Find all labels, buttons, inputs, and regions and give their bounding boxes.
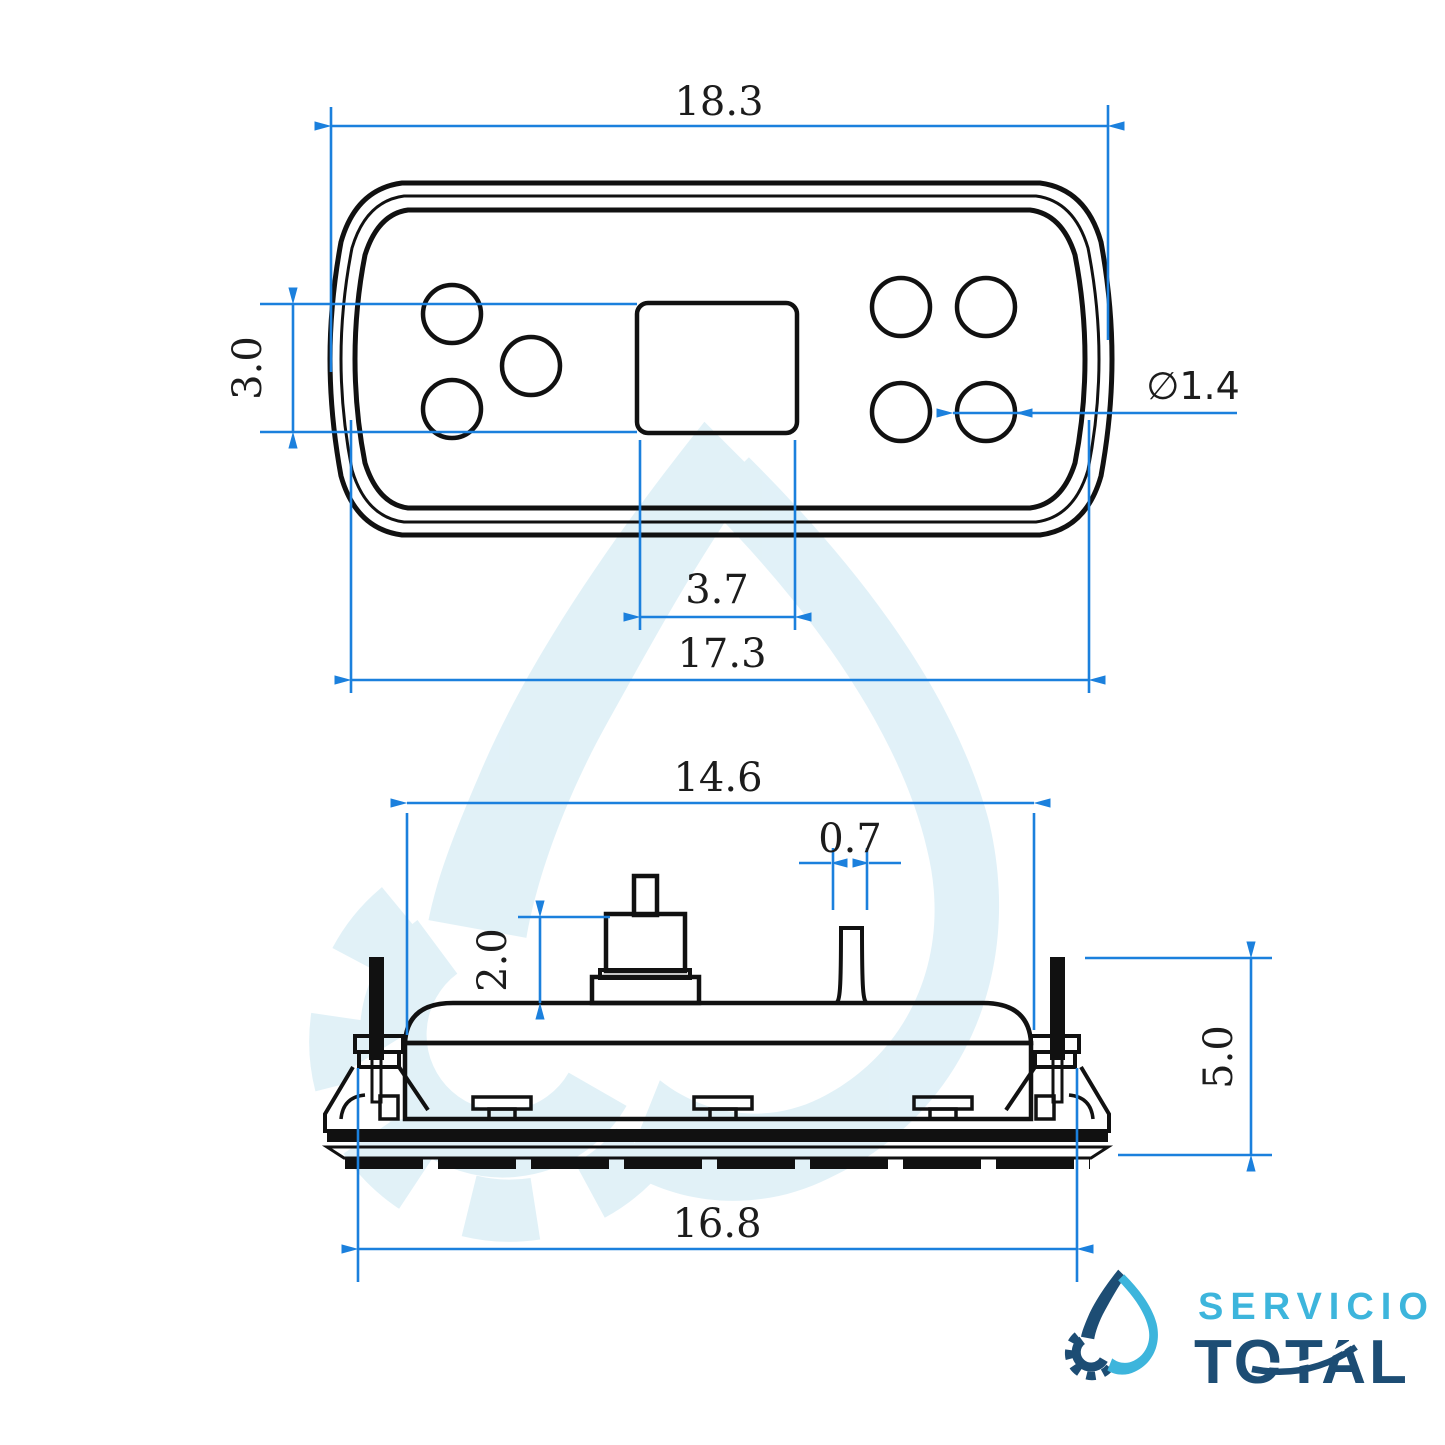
drop-icon-left [1081,1269,1126,1340]
panel-outline-inner [352,207,1088,511]
button-stack [589,873,702,1006]
mounting-clip-right [1004,957,1111,1133]
dim-body-width: 14.6 [673,755,762,801]
button-hole-right-top-1 [869,275,933,339]
panel-outline-middle [339,194,1101,524]
button-hole-left-mid [499,334,563,398]
brand-logo-mark [1064,1269,1158,1381]
display-window [634,300,800,436]
dim-bezel-width: 17.3 [677,631,766,677]
brand-name-servicio: SERVICIO [1198,1286,1435,1328]
gasket-band [327,1129,1108,1142]
brand-swoosh [1249,1339,1354,1368]
dim-display-width: 3.7 [685,567,749,613]
gear-icon [1064,1332,1118,1381]
dim-profile-height: 5.0 [1196,1025,1242,1089]
gear-ring [1071,1336,1108,1372]
latch-tab-2 [692,1095,754,1121]
alignment-pin [834,926,869,1005]
latch-tab-1 [471,1095,533,1121]
dim-button-stack-height: 2.0 [470,928,516,992]
brand-logo: SERVICIO TOTAL [1064,1269,1435,1397]
panel-outline-outer [327,180,1115,538]
button-hole-right-bottom-1 [869,380,933,444]
button-hole-left-top [420,282,484,346]
button-hole-right-top-2 [954,275,1018,339]
dim-overall-width: 18.3 [674,79,763,125]
dimensions: 18.3 3.0 ∅1.4 3.7 17.3 14.6 0.7 [225,79,1272,1282]
dim-flange-width: 16.8 [672,1201,761,1247]
latch-tab-3 [912,1095,974,1121]
dim-button-group-height: 3.0 [225,336,271,400]
drop-icon-right [1107,1274,1158,1375]
body-dome [402,1000,1034,1046]
button-hole-left-bottom [420,377,484,441]
dim-pin-width: 0.7 [818,816,882,862]
brand-swoosh-line [1251,1344,1358,1375]
dim-hole-diameter: ∅1.4 [1146,364,1240,408]
watermark-logo [309,421,1000,1242]
side-view [321,873,1114,1169]
